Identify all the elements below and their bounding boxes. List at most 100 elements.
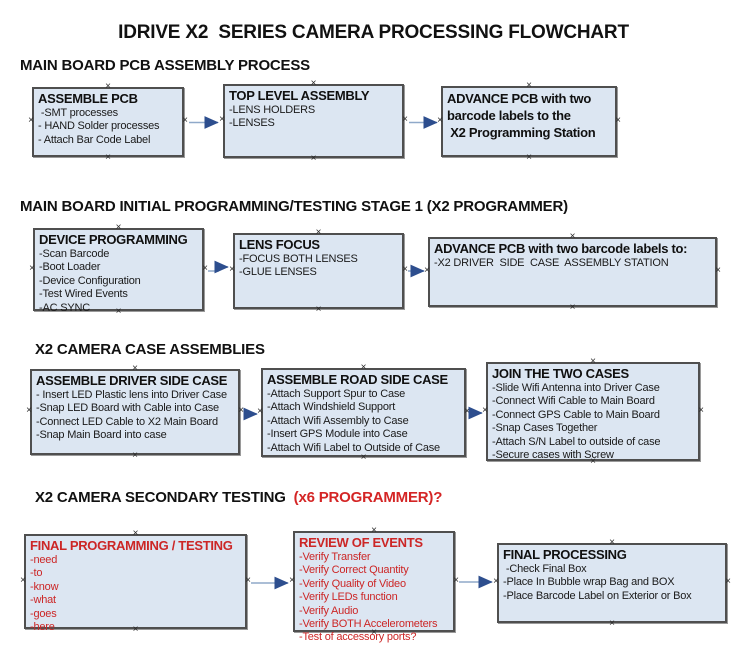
section-heading-initial-programming: MAIN BOARD INITIAL PROGRAMMING/TESTING S… <box>20 198 568 215</box>
box-items: -LENS HOLDERS-LENSES <box>225 103 402 131</box>
box-lens-focus[interactable]: LENS FOCUS -FOCUS BOTH LENSES-GLUE LENSE… <box>229 228 408 315</box>
box-assemble-driver-side-case[interactable]: ASSEMBLE DRIVER SIDE CASE - Insert LED P… <box>26 364 244 461</box>
connection-point-icon: × <box>464 405 470 417</box>
box-item: -need <box>30 554 58 566</box>
box-item: -Verify Transfer <box>299 551 371 563</box>
section-heading-pcb-assembly: MAIN BOARD PCB ASSEMBLY PROCESS <box>20 57 310 74</box>
connection-point-icon: × <box>310 153 317 164</box>
box-title: JOIN THE TWO CASES <box>492 366 629 381</box>
connection-point-icon: × <box>105 152 111 163</box>
box-item: -Scan Barcode <box>39 248 110 260</box>
connection-point-icon: × <box>609 618 615 629</box>
connector-arrow-3[interactable] <box>208 260 229 274</box>
box-title: REVIEW OF EVENTS <box>299 535 423 550</box>
connection-point-icon: × <box>245 574 251 586</box>
box-title: ASSEMBLE PCB <box>38 91 138 106</box>
box-item: -Attach Wifi Label to Outside of Case <box>267 441 440 454</box>
box-item: - Insert LED Plastic lens into Driver Ca… <box>36 389 227 401</box>
connection-point-icon: × <box>453 574 459 586</box>
box-item: -X2 DRIVER SIDE CASE ASSEMBLY STATION <box>434 257 669 269</box>
box-items: -Slide Wifi Antenna into Driver Case-Con… <box>488 381 698 462</box>
box-items: -X2 DRIVER SIDE CASE ASSEMBLY STATION <box>430 256 715 270</box>
box-item: -Connect Wifi Cable to Main Board <box>492 395 655 408</box>
box-top-level-assembly[interactable]: TOP LEVEL ASSEMBLY -LENS HOLDERS-LENSES … <box>219 79 408 164</box>
box-title: FINAL PROGRAMMING / TESTING <box>30 538 233 553</box>
section-heading-red-part: (x6 PROGRAMMER)? <box>289 489 443 506</box>
box-item: -Attach Wifi Assembly to Case <box>267 414 409 427</box>
box-item: -goes <box>30 607 57 620</box>
box-item: -Check Final Box <box>503 563 587 575</box>
box-items: -FOCUS BOTH LENSES-GLUE LENSES <box>235 252 402 280</box>
box-review-of-events[interactable]: REVIEW OF EVENTS -Verify Transfer-Verify… <box>289 526 459 644</box>
box-item: -AC SYNC <box>39 301 90 314</box>
connection-point-icon: × <box>132 450 138 461</box>
box-item: -Boot Loader <box>39 261 101 274</box>
box-title: ASSEMBLE ROAD SIDE CASE <box>267 372 448 387</box>
box-item: -Connect LED Cable to X2 Main Board <box>36 415 218 428</box>
box-items: -Check Final Box-Place In Bubble wrap Ba… <box>499 562 725 603</box>
connection-point-icon: × <box>238 405 244 416</box>
connection-point-icon: × <box>569 302 576 313</box>
box-advance-pcb-driver-side[interactable]: ADVANCE PCB with two barcode labels to: … <box>424 232 721 313</box>
box-device-programming[interactable]: DEVICE PROGRAMMING -Scan Barcode-Boot Lo… <box>29 223 208 317</box>
box-item: -Verify Quality of Video <box>299 577 406 590</box>
connection-point-icon: × <box>402 114 408 125</box>
page-title: IDRIVE X2 SERIES CAMERA PROCESSING FLOWC… <box>118 22 629 43</box>
connection-point-icon: × <box>725 576 731 587</box>
box-final-processing[interactable]: FINAL PROCESSING -Check Final Box-Place … <box>493 538 731 629</box>
box-title: ASSEMBLE DRIVER SIDE CASE <box>36 373 228 388</box>
box-item: -Secure cases with Screw <box>492 449 614 462</box>
box-items: - Insert LED Plastic lens into Driver Ca… <box>32 388 238 443</box>
box-item: -Slide Wifi Antenna into Driver Case <box>492 382 660 394</box>
connection-point-icon: × <box>402 264 408 275</box>
box-assemble-pcb[interactable]: ASSEMBLE PCB -SMT processes- HAND Solder… <box>28 82 188 163</box>
box-item: -Attach Support Spur to Case <box>267 388 406 400</box>
box-item: -Snap Main Board into case <box>36 429 167 442</box>
box-item: -Verify LEDs function <box>299 591 398 604</box>
box-item: -know <box>30 580 59 593</box>
connection-point-icon: × <box>182 115 188 126</box>
box-title-line: ADVANCE PCB with two <box>447 91 591 106</box>
box-title-line: barcode labels to the <box>447 108 571 123</box>
box-items: -need-to-know-what-goes-here <box>26 553 245 634</box>
section-heading-case-assemblies: X2 CAMERA CASE ASSEMBLIES <box>35 341 265 358</box>
box-join-the-two-cases[interactable]: JOIN THE TWO CASES -Slide Wifi Antenna i… <box>482 357 704 467</box>
box-item: -Verify Audio <box>299 604 359 617</box>
box-item: -Attach S/N Label to outside of case <box>492 435 661 448</box>
connection-point-icon: × <box>615 114 621 126</box>
box-final-programming-testing[interactable]: FINAL PROGRAMMING / TESTING -need-to-kno… <box>20 529 251 635</box>
connection-point-icon: × <box>698 404 704 416</box>
box-item: -SMT processes <box>38 107 118 119</box>
box-items: -Attach Support Spur to Case-Attach Wind… <box>263 387 464 455</box>
box-item: -LENSES <box>229 117 275 130</box>
box-item: -Test Wired Events <box>39 288 128 301</box>
box-item: -Attach Windshield Support <box>267 401 396 414</box>
box-assemble-road-side-case[interactable]: ASSEMBLE ROAD SIDE CASE -Attach Support … <box>257 363 470 463</box>
section-heading-secondary-testing: X2 CAMERA SECONDARY TESTING (x6 PROGRAMM… <box>35 489 442 506</box>
box-item: -Place Barcode Label on Exterior or Box <box>503 589 692 602</box>
box-title-lines: ADVANCE PCB with two barcode labels to th… <box>443 88 615 141</box>
box-item: -Device Configuration <box>39 274 141 287</box>
box-item: - HAND Solder processes <box>38 120 160 133</box>
box-title: DEVICE PROGRAMMING <box>39 232 188 247</box>
box-title: ADVANCE PCB with two barcode labels to: <box>434 241 688 256</box>
box-item: -Snap LED Board with Cable into Case <box>36 402 219 415</box>
box-title: LENS FOCUS <box>239 237 320 252</box>
box-item: -Verify Correct Quantity <box>299 564 409 577</box>
box-item: -Verify BOTH Accelerometers <box>299 618 438 631</box>
box-items: -Verify Transfer-Verify Correct Quantity… <box>295 550 453 645</box>
box-item: -Place In Bubble wrap Bag and BOX <box>503 576 675 589</box>
box-item: -what <box>30 594 56 607</box>
box-items: -Scan Barcode-Boot Loader-Device Configu… <box>35 247 202 315</box>
section-heading-black-part: X2 CAMERA SECONDARY TESTING <box>35 489 290 506</box>
connection-point-icon: × <box>715 265 721 276</box>
box-item: -Test of accessory ports? <box>299 631 417 644</box>
box-items: -SMT processes- HAND Solder processes- A… <box>34 106 182 147</box>
connection-point-icon: × <box>202 262 208 274</box>
box-item: -here <box>30 621 55 634</box>
box-item: -LENS HOLDERS <box>229 104 316 116</box>
connection-point-icon: × <box>526 152 532 163</box>
box-item: -to <box>30 567 43 580</box>
box-advance-pcb-programming-station[interactable]: ADVANCE PCB with two barcode labels to th… <box>437 81 621 163</box>
